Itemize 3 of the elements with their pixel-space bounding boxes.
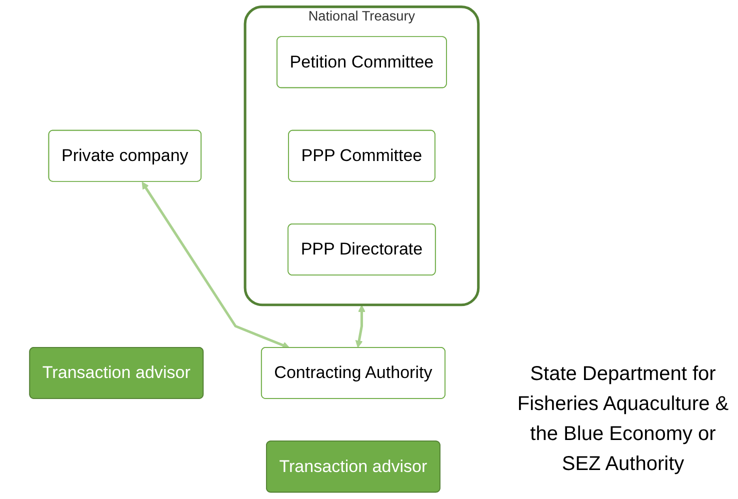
arrow <box>142 182 290 349</box>
organization-note: State Department for Fisheries Aquaculture & the Blue Economy or SEZ Authority <box>516 362 730 477</box>
arrow <box>355 304 366 348</box>
